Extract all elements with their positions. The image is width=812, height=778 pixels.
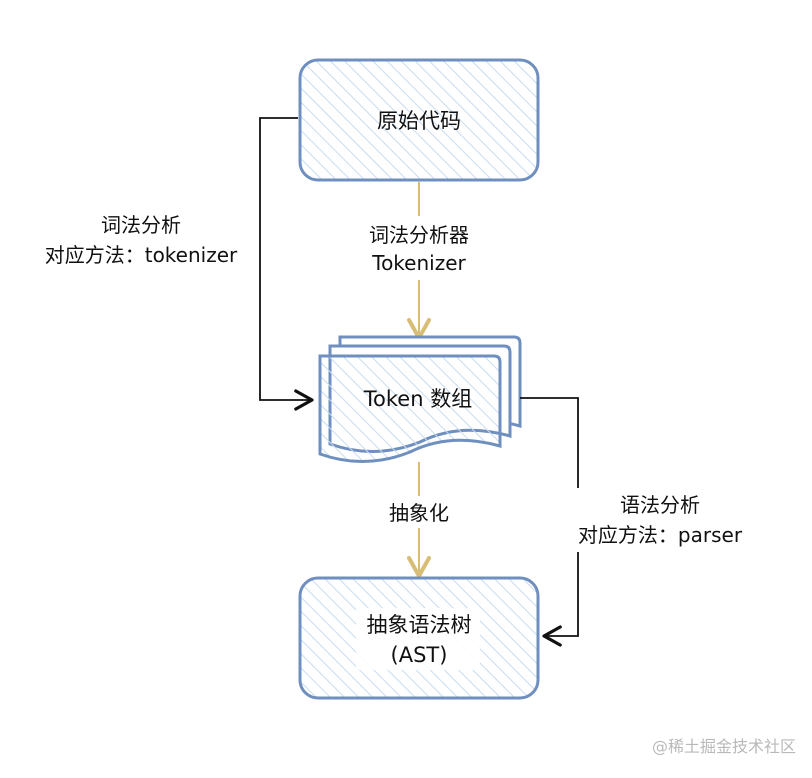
watermark: @稀土掘金技术社区 xyxy=(652,737,796,756)
token-array-label: Token 数组 xyxy=(363,387,472,411)
lexical-label-line1: 词法分析 xyxy=(101,213,181,237)
lexical-analysis-arrow xyxy=(259,117,314,411)
token-stack-front xyxy=(318,354,502,463)
source-code-label: 原始代码 xyxy=(377,109,461,133)
ast-label-line1: 抽象语法树 xyxy=(367,613,472,637)
ast-label-line2: (AST) xyxy=(391,643,448,667)
lexical-edge-label: 词法分析 对应方法：tokenizer xyxy=(30,206,256,272)
tokenizer-label-line1: 词法分析器 xyxy=(369,223,469,247)
ast-node: 抽象语法树 (AST) xyxy=(298,576,540,700)
token-array-node: Token 数组 xyxy=(318,335,522,463)
syntax-edge-label: 语法分析 对应方法：parser xyxy=(560,488,760,552)
tokenizer-label-line2: Tokenizer xyxy=(371,251,466,275)
abstraction-edge-label: 抽象化 xyxy=(378,496,460,528)
lexical-label-line2: 对应方法：tokenizer xyxy=(45,243,238,267)
abstraction-label: 抽象化 xyxy=(389,501,449,525)
syntax-label-line1: 语法分析 xyxy=(620,493,700,517)
source-code-node: 原始代码 xyxy=(298,58,540,182)
syntax-label-line2: 对应方法：parser xyxy=(578,523,743,547)
tokenizer-edge-label: 词法分析器 Tokenizer xyxy=(358,216,480,280)
